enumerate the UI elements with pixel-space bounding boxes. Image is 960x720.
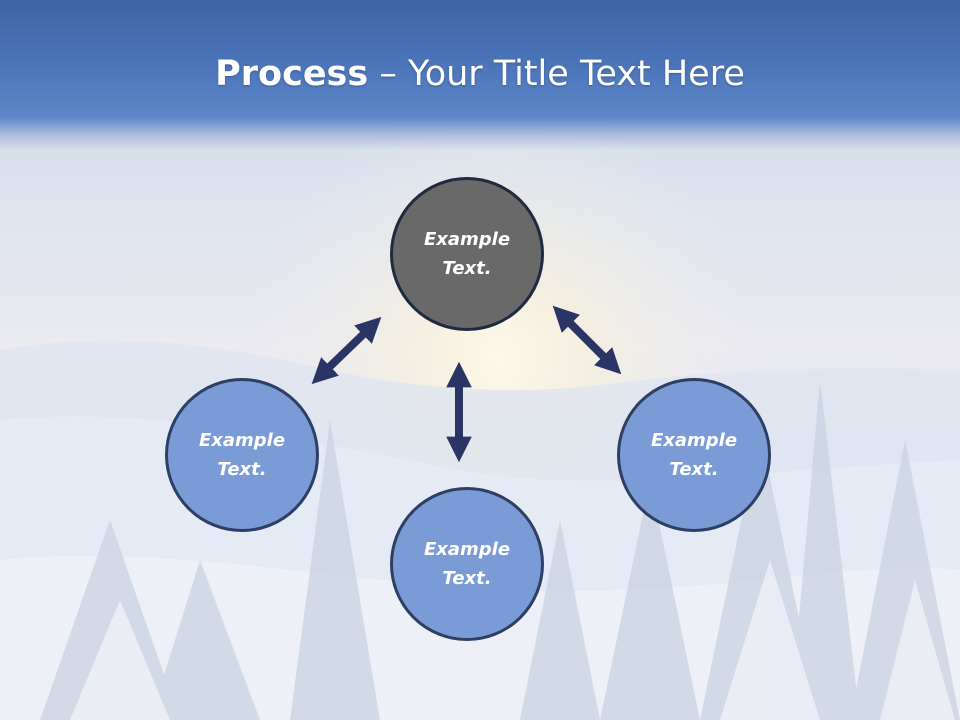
arrow-top-right xyxy=(552,305,622,375)
node-bottom: Example Text. xyxy=(390,487,544,641)
node-left-label: Example Text. xyxy=(198,430,286,480)
node-bottom-label: Example Text. xyxy=(423,539,511,589)
node-top: Example Text. xyxy=(390,177,544,331)
node-right-label: Example Text. xyxy=(650,430,738,480)
node-left: Example Text. xyxy=(165,378,319,532)
title-strong: Process xyxy=(215,54,369,94)
slide-title: Process – Your Title Text Here xyxy=(0,52,960,96)
node-top-label: Example Text. xyxy=(423,229,511,279)
title-band xyxy=(0,0,960,150)
node-right: Example Text. xyxy=(617,378,771,532)
title-rest: – Your Title Text Here xyxy=(368,54,745,94)
arrow-top-left xyxy=(311,316,382,385)
